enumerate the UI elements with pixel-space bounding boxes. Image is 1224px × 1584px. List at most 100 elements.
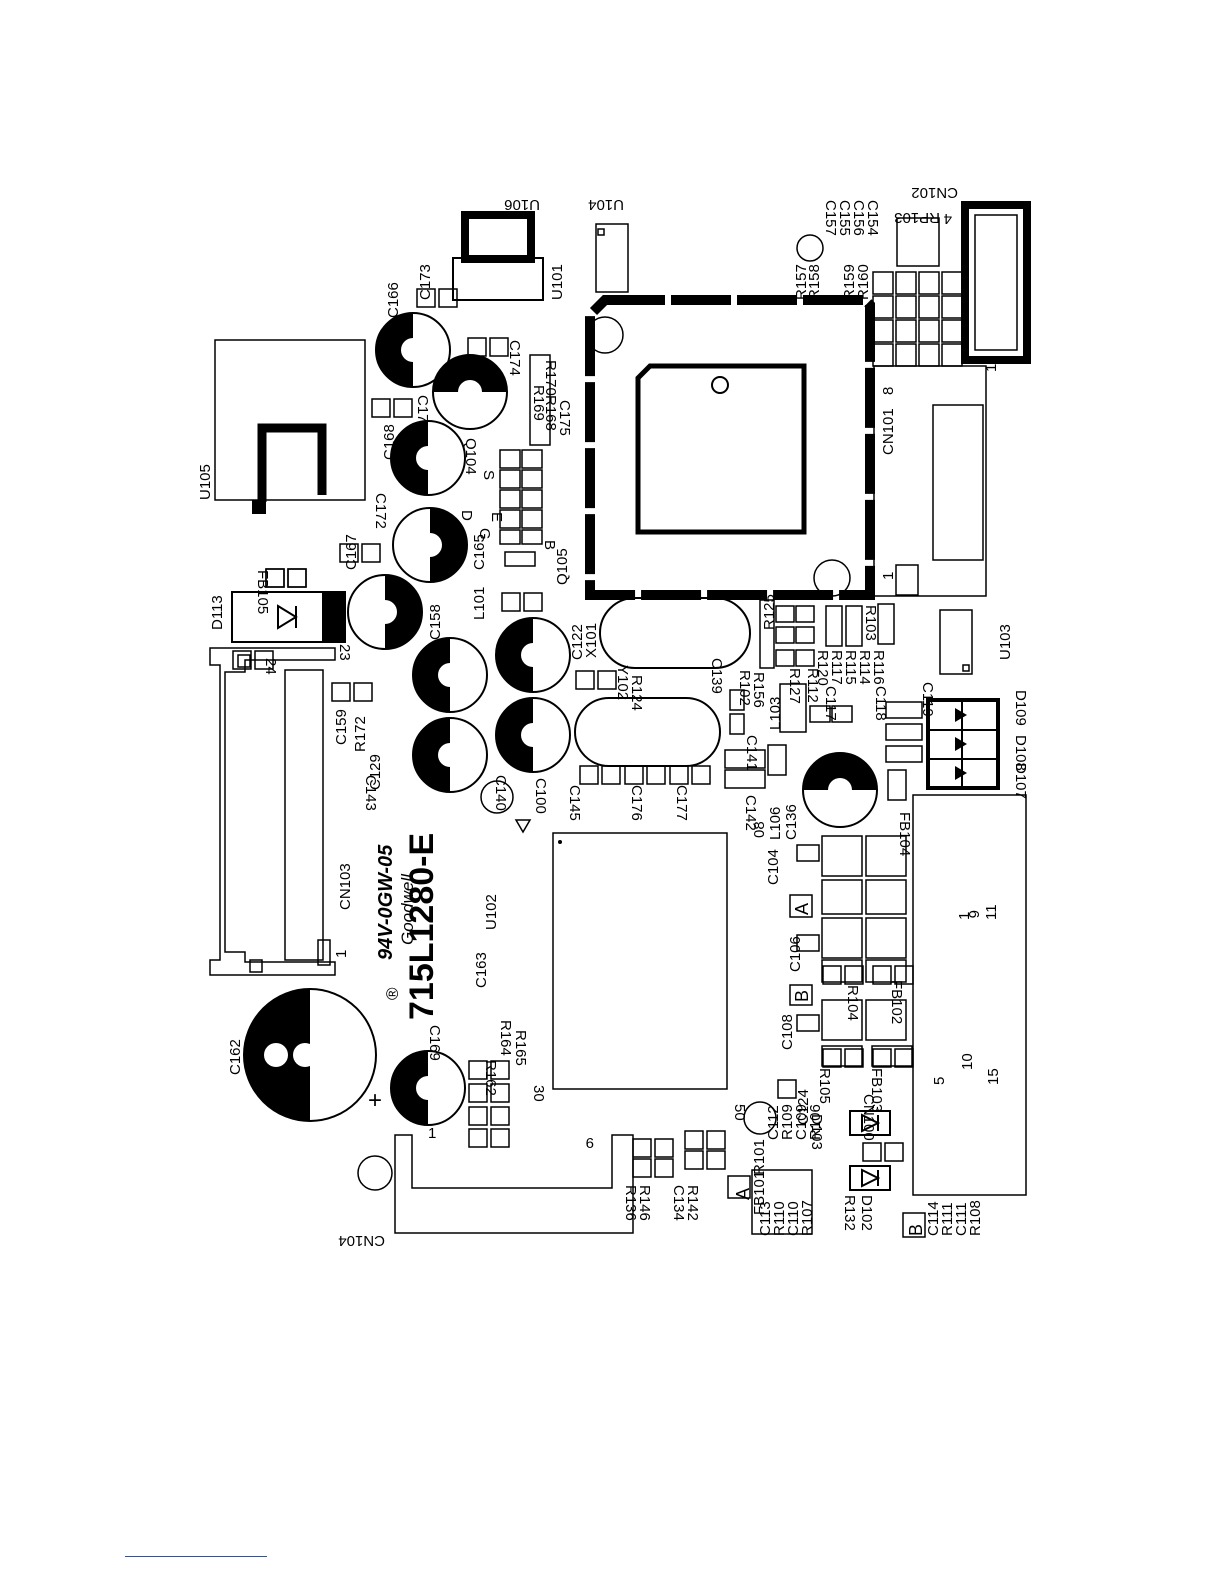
label-c165: C165 [471,534,488,570]
c159-capacitor [412,637,488,713]
label-l103: L103 [767,697,784,730]
cn102-connector [961,201,1031,364]
d102-diode [849,1165,891,1191]
label-r112: R112 [804,668,821,703]
label-mark-b: B [792,990,812,1002]
part-number: 715L1280-E [403,833,441,1020]
label-y102: Y102 [614,665,631,700]
label-r162: R162 [482,1060,499,1096]
diodes-d107-d109 [926,698,1000,790]
label-d103: D103 [808,1114,825,1150]
label-c174: C174 [506,340,523,376]
label-c136: C136 [783,804,800,840]
label-r160: R160 [855,264,872,300]
label-cn100: CN100 [860,1094,877,1141]
label-pin9: 9 [586,1134,594,1151]
label-mark-a: A [792,903,812,915]
label-r156: R156 [750,672,767,708]
label-c166: C166 [385,282,402,318]
label-r159: R159 [841,264,858,300]
label-c168: C168 [381,424,398,460]
label-c129: C129 [367,754,384,790]
label-r106: R106 [807,1104,824,1140]
label-r146: R146 [636,1185,653,1221]
label-r124: R124 [628,675,645,711]
c165-capacitor [392,507,468,583]
label-l101: L101 [471,587,488,620]
c140-capacitor [495,697,571,773]
label-c155: C155 [836,200,853,236]
label-c143: C143 [362,775,379,811]
label-c114: C114 [925,1201,942,1236]
label-q104: Q104 [462,438,479,475]
label-e: E [488,512,505,522]
label-c109: C109 [793,1104,810,1140]
label-vga-15: 15 [985,1068,1002,1085]
ul-marking: 94V-0GW-05 [375,844,397,960]
label-r103: R103 [862,605,879,641]
c168-capacitor [390,420,466,496]
label-c117: C117 [822,686,839,721]
label-u103: U103 [997,624,1014,660]
label-c100: C100 [532,778,549,814]
u104-footprint [595,223,629,293]
cn101-connector [873,365,987,597]
label-c110: C110 [785,1201,802,1236]
u102-ic [552,832,728,1090]
label-r136: R136 [622,1185,639,1221]
label-cn104: CN104 [338,1232,385,1249]
x101-crystal [599,597,751,669]
label-pin1-cn103: 1 [333,950,350,958]
label-pin08: 08 [751,821,768,838]
c171-capacitor [432,354,508,430]
label-r157: R157 [793,264,810,300]
label-r158: R158 [806,264,823,300]
label-vga-6: 6 [965,910,982,918]
label-c173: C173 [417,264,434,300]
c122-capacitor [495,617,571,693]
label-mark-b-2: B [906,1224,926,1236]
label-r170: R170 [542,360,559,396]
registered-mark: ® [383,987,402,1000]
label-u101: U101 [549,264,566,300]
label-b: B [541,540,558,550]
label-fb101: FB101 [751,1171,768,1215]
label-fb105: FB105 [254,570,271,614]
label-r105: R105 [816,1068,833,1104]
label-d108: D108 [1012,735,1029,771]
label-fb102: FB102 [888,980,905,1024]
label-r142: R142 [684,1185,701,1221]
label-c108: C108 [779,1014,796,1050]
label-pin24: 24 [262,658,279,675]
resistor-cluster-mid [724,599,923,801]
label-c139: C139 [708,658,725,694]
label-c156: C156 [850,200,867,236]
label-r102: R102 [736,670,753,706]
label-c113: C113 [757,1201,774,1236]
y102-crystal [574,697,721,767]
fiducial-top [796,234,824,262]
label-r107: R107 [799,1200,816,1236]
label-r164: R164 [497,1020,514,1056]
label-pin1-cn102: 1 [983,364,1000,372]
label-d102: D102 [858,1195,875,1231]
mark-b-box-1 [789,984,813,1006]
label-c118: C118 [872,686,889,721]
labels-rotated: CN102 RP103 4 C154 C156 C155 C157 U104 U… [197,184,1029,1249]
label-cn103: CN103 [337,863,354,910]
label-c158: C158 [427,604,444,640]
label-c106: C106 [787,936,804,972]
label-c141: C141 [743,735,760,771]
label-s: S [480,470,497,480]
label-r110: R110 [771,1201,788,1236]
u101-main-ic [585,295,875,600]
label-c142: C142 [742,795,759,831]
label-g: G [476,528,493,540]
label-fb103: FB103 [868,1068,885,1112]
footer-rule [125,1556,267,1557]
label-d: D [458,510,475,521]
label-d113: D113 [209,595,226,630]
label-d109: D109 [1012,690,1029,726]
label-c172: C172 [372,493,389,529]
